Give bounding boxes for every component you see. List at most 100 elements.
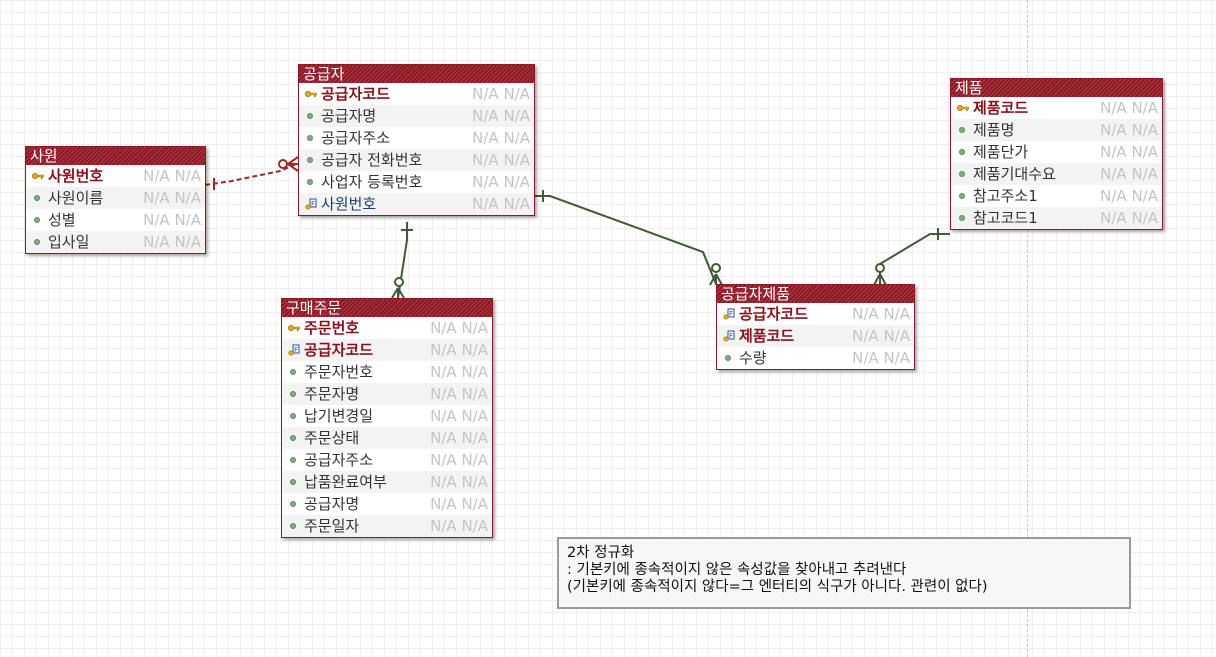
attribute-name: 납품완료여부 — [304, 473, 387, 491]
attribute-dot-icon — [288, 427, 300, 449]
attribute-row[interactable]: 주문자명 N/A N/A — [282, 383, 492, 405]
attribute-name: 제품기대수요 — [973, 165, 1056, 183]
attribute-type: N/A N/A — [143, 167, 201, 185]
fk-key-icon: F — [305, 193, 317, 215]
attribute-type: N/A N/A — [430, 451, 488, 469]
svg-text:F: F — [729, 310, 733, 318]
attribute-type: N/A N/A — [852, 305, 910, 323]
attribute-name: 주문자명 — [304, 385, 360, 403]
attribute-dot-icon — [957, 163, 969, 185]
attribute-name: 공급자코드 — [321, 85, 391, 103]
key-icon — [32, 165, 45, 187]
attribute-type: N/A N/A — [472, 107, 530, 125]
key-icon — [288, 317, 301, 339]
attribute-row[interactable]: 주문일자 N/A N/A — [282, 515, 492, 537]
attribute-row[interactable]: F 공급자코드 N/A N/A — [717, 303, 914, 325]
attribute-name: 참고코드1 — [973, 209, 1038, 227]
attribute-dot-icon — [957, 185, 969, 207]
pk-fk-key-icon: F — [288, 339, 300, 361]
attribute-dot-icon — [288, 471, 300, 493]
attribute-dot-icon — [957, 141, 969, 163]
relationship-supplier-supplierproduct[interactable] — [534, 190, 723, 286]
attribute-row[interactable]: 주문상태 N/A N/A — [282, 427, 492, 449]
attribute-name: 참고주소1 — [973, 187, 1038, 205]
attribute-name: 주문번호 — [304, 319, 360, 337]
attribute-dot-icon — [305, 149, 317, 171]
attribute-name: 수량 — [739, 349, 767, 367]
attribute-row[interactable]: 사원이름 N/A N/A — [26, 187, 205, 209]
attribute-type: N/A N/A — [430, 363, 488, 381]
attribute-type: N/A N/A — [143, 189, 201, 207]
note-box[interactable]: 2차 정규화 : 기본키에 종속적이지 않은 속성값을 찾아내고 추려낸다 (기… — [557, 537, 1131, 609]
attribute-name: 사원번호 — [48, 167, 104, 185]
attribute-name: 공급자코드 — [739, 305, 809, 323]
attribute-type: N/A N/A — [430, 407, 488, 425]
relationship-supplier-order[interactable] — [391, 222, 413, 299]
attribute-row[interactable]: 제품코드 N/A N/A — [951, 97, 1162, 119]
attribute-name: 제품코드 — [973, 99, 1029, 117]
page-break-line — [1027, 0, 1028, 657]
note-line: 2차 정규화 — [567, 545, 635, 561]
note-line: : 기본키에 종속적이지 않은 속성값을 찾아내고 추려낸다 — [567, 562, 907, 578]
attribute-name: 제품단가 — [973, 143, 1029, 161]
attribute-row[interactable]: 사원번호 N/A N/A — [26, 165, 205, 187]
attribute-row[interactable]: 주문번호 N/A N/A — [282, 317, 492, 339]
attribute-dot-icon — [288, 493, 300, 515]
attribute-type: N/A N/A — [1100, 121, 1158, 139]
attribute-name: 주문일자 — [304, 517, 360, 535]
attribute-type: N/A N/A — [430, 429, 488, 447]
attribute-type: N/A N/A — [430, 385, 488, 403]
attribute-dot-icon — [288, 449, 300, 471]
attribute-name: 주문자번호 — [304, 363, 374, 381]
relationship-employee-supplier[interactable] — [204, 156, 299, 190]
attribute-type: N/A N/A — [1100, 99, 1158, 117]
attribute-row[interactable]: 제품명 N/A N/A — [951, 119, 1162, 141]
attribute-row[interactable]: 참고주소1 N/A N/A — [951, 185, 1162, 207]
attribute-type: N/A N/A — [1100, 187, 1158, 205]
attribute-name: 사원이름 — [48, 189, 104, 207]
attribute-dot-icon — [305, 105, 317, 127]
svg-text:F: F — [294, 346, 298, 354]
attribute-dot-icon — [32, 209, 44, 231]
entity-title: 공급자제품 — [717, 285, 914, 303]
attribute-dot-icon — [288, 405, 300, 427]
attribute-name: 제품명 — [973, 121, 1015, 139]
attribute-name: 공급자명 — [304, 495, 360, 513]
attribute-type: N/A N/A — [430, 319, 488, 337]
entity-title: 제품 — [951, 79, 1162, 97]
attribute-dot-icon — [723, 347, 735, 369]
attribute-name: 제품코드 — [739, 327, 795, 345]
attribute-row[interactable]: 주문자번호 N/A N/A — [282, 361, 492, 383]
attribute-type: N/A N/A — [143, 211, 201, 229]
attribute-name: 주문상태 — [304, 429, 360, 447]
relationship-product-supplierproduct[interactable] — [873, 228, 950, 286]
attribute-type: N/A N/A — [430, 517, 488, 535]
